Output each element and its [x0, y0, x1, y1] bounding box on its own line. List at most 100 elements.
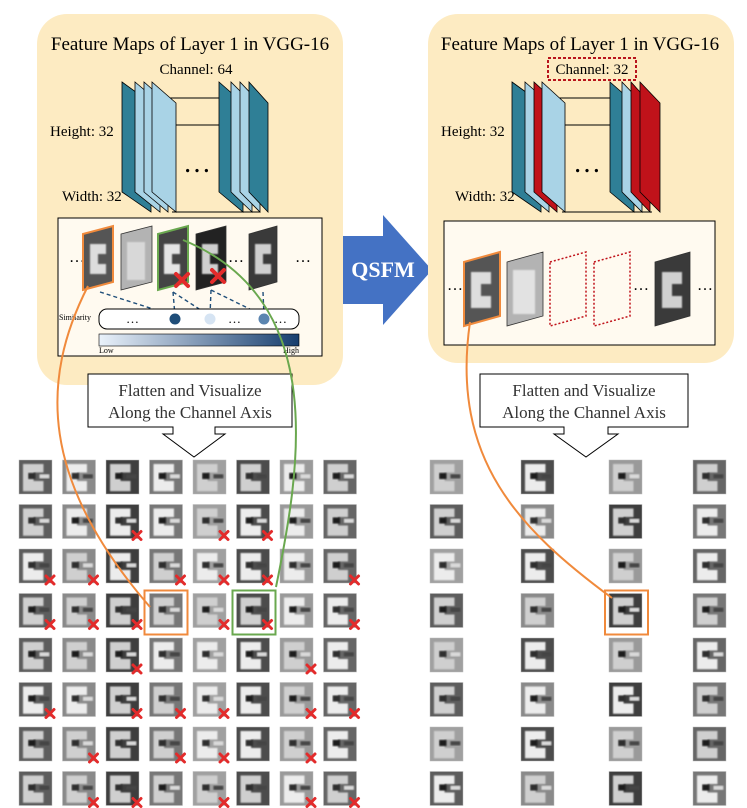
left-panel: Feature Maps of Layer 1 in VGG-16 Channe…	[37, 14, 343, 385]
remove-cross-icon	[349, 574, 360, 586]
featuremap-thumbnail	[105, 682, 140, 717]
left-panel-title: Feature Maps of Layer 1 in VGG-16	[51, 34, 329, 55]
featuremap-thumbnail	[18, 459, 53, 495]
remove-cross-icon	[88, 619, 99, 630]
featuremap-thumb-last	[654, 251, 691, 327]
featuremap-middle-ellipsis: …	[228, 249, 244, 266]
remove-cross-icon	[131, 797, 143, 808]
featuremap-thumbnail	[279, 504, 314, 539]
scale-high-label: High	[283, 346, 299, 355]
remove-cross-icon	[174, 272, 190, 288]
remove-cross-icon	[88, 797, 99, 808]
featuremap-thumbnail	[429, 771, 464, 806]
qsfm-arrow: QSFM	[343, 215, 432, 325]
similarity-ellipsis-2: …	[228, 311, 241, 326]
featuremap-thumbnail	[105, 548, 140, 584]
right-panel-title: Feature Maps of Layer 1 in VGG-16	[441, 34, 719, 55]
left-callout-line1: Flatten and Visualize	[118, 381, 261, 400]
featuremap-thumbnail	[18, 504, 53, 539]
channel-slice-pruned-front	[639, 81, 661, 213]
featuremap-thumbnail	[18, 637, 53, 673]
left-height-label: Height: 32	[50, 124, 114, 140]
featuremap-thumbnail	[692, 726, 727, 762]
featuremap-trailing-ellipsis: …	[295, 249, 311, 266]
featuremap-thumbnail	[692, 682, 727, 717]
orange-connector	[56, 285, 151, 608]
similarity-dot-mid	[258, 313, 270, 325]
remove-cross-icon	[262, 574, 273, 586]
featuremap-thumbnail	[62, 726, 96, 762]
remove-cross-icon	[262, 619, 273, 630]
featuremap-thumbnail	[429, 682, 464, 717]
featuremap-thumbnail	[149, 548, 183, 584]
featuremap-thumbnail	[18, 726, 53, 762]
featuremap-thumbnail	[323, 682, 357, 717]
qsfm-arrow-label: QSFM	[351, 257, 415, 282]
featuremap-thumbnail	[279, 459, 314, 495]
featuremap-thumbnail	[105, 593, 140, 628]
featuremap-leading-ellipsis: …	[447, 277, 463, 294]
remove-cross-icon	[218, 708, 230, 719]
featuremap-thumbnail	[608, 771, 643, 806]
featuremap-thumbnail	[608, 504, 643, 539]
right-callout-line1: Flatten and Visualize	[512, 381, 655, 400]
featuremap-thumbnail	[236, 637, 270, 673]
left-callout: Flatten and Visualize Along the Channel …	[87, 373, 293, 458]
featuremap-thumbnail	[323, 459, 357, 495]
featuremap-thumbnail	[692, 504, 727, 539]
green-highlight-box	[231, 589, 277, 636]
featuremap-thumbnail	[18, 771, 53, 806]
featuremap-thumbnail	[149, 637, 183, 673]
featuremap-thumbnail	[608, 637, 643, 673]
featuremap-thumbnail	[279, 637, 314, 673]
similarity-dot-low	[204, 313, 216, 325]
right-callout-shape	[479, 373, 689, 458]
right-orange-connector	[465, 321, 613, 599]
featuremap-slot-removed	[549, 251, 587, 327]
featuremap-trailing-ellipsis: …	[697, 277, 713, 294]
featuremap-middle-ellipsis: …	[633, 277, 649, 294]
remove-cross-icon	[218, 574, 230, 586]
featuremap-thumbnail	[62, 637, 96, 673]
qsfm-arrow-shape	[343, 215, 432, 325]
remove-cross-icon	[218, 752, 230, 764]
featuremap-thumbnail	[279, 593, 314, 628]
featuremap-thumbnail	[192, 637, 227, 673]
featuremap-thumbnail	[323, 771, 357, 806]
left-callout-line2: Along the Channel Axis	[108, 403, 272, 422]
remove-cross-icon	[262, 530, 273, 541]
remove-cross-icon	[131, 663, 143, 675]
featuremap-thumbnail	[236, 459, 270, 495]
featuremap-slot-removed	[593, 251, 631, 327]
featuremap-leading-ellipsis: …	[69, 249, 85, 266]
remove-cross-icon	[175, 708, 186, 719]
featuremap-thumbnail	[18, 682, 53, 717]
remove-cross-icon	[305, 708, 317, 719]
featuremap-thumbnail	[608, 726, 643, 762]
remove-cross-icon	[349, 797, 360, 808]
channel-slice	[151, 81, 177, 213]
remove-cross-icon	[175, 752, 186, 764]
featuremap-thumbnail	[192, 682, 227, 717]
left-channel-stack: …	[121, 80, 269, 214]
featuremap-thumbnail	[520, 548, 555, 584]
featuremap-thumbnail	[105, 504, 140, 539]
scale-low-label: Low	[99, 346, 114, 355]
featuremap-thumbnail	[608, 548, 643, 584]
featuremap-thumbnail	[692, 637, 727, 673]
featuremap-thumbnail	[692, 548, 727, 584]
featuremap-thumbnail	[429, 593, 464, 628]
remove-cross-icon	[44, 574, 56, 586]
featuremap-thumbnail	[279, 548, 314, 584]
remove-cross-icon	[349, 708, 360, 719]
green-connector	[182, 239, 297, 588]
remove-cross-icon	[218, 530, 230, 541]
featuremap-thumbnail	[149, 771, 183, 806]
similarity-ellipsis: …	[126, 311, 139, 326]
channel-slice-front	[248, 80, 269, 214]
stack-ellipsis: …	[183, 148, 211, 179]
featuremap-thumbnail	[62, 682, 96, 717]
featuremap-thumbnail	[520, 593, 555, 628]
featuremap-thumbnail	[323, 504, 357, 539]
remove-cross-icon	[88, 574, 99, 586]
